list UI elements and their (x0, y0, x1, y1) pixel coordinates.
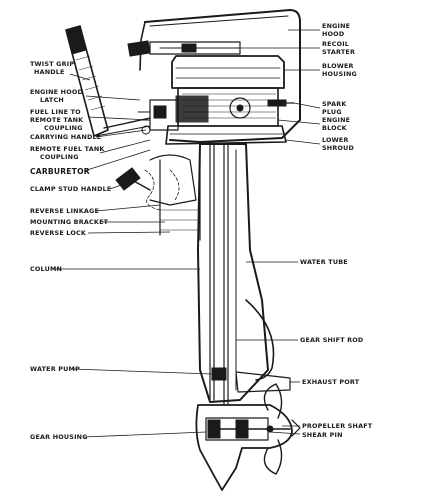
clamp-stud-handle (115, 167, 151, 191)
label-remote-fuel-tank-1: REMOTE FUEL TANK (30, 145, 105, 153)
label-engine-hood-1: ENGINE (322, 22, 350, 30)
label-shear-pin: SHEAR PIN (302, 431, 343, 439)
label-spark-plug-2: PLUG (322, 108, 342, 116)
label-twist-grip-1: TWIST GRIP (30, 60, 74, 68)
label-gear-housing: GEAR HOUSING (30, 433, 88, 441)
label-column: COLUMN (30, 265, 62, 273)
label-water-tube: WATER TUBE (300, 258, 348, 266)
label-reverse-lock: REVERSE LOCK (30, 229, 87, 237)
label-mounting-bracket: MOUNTING BRACKET (30, 218, 109, 226)
label-recoil-starter-1: RECOIL (322, 40, 349, 48)
mounting-bracket (144, 154, 201, 241)
blower-housing (171, 55, 285, 89)
label-exhaust-port: EXHAUST PORT (302, 378, 360, 386)
gear-housing (195, 404, 293, 491)
column (197, 143, 269, 406)
engine-block (175, 87, 295, 127)
label-fuel-line-1: FUEL LINE TO (30, 108, 81, 116)
leader-lines (54, 29, 321, 438)
label-blower-housing-1: BLOWER (322, 62, 354, 70)
label-engine-block-2: BLOCK (322, 124, 348, 132)
label-engine-hood-latch-2: LATCH (40, 96, 64, 104)
recoil-starter (127, 40, 241, 57)
labels-left: TWIST GRIP HANDLE ENGINE HOOD LATCH FUEL… (30, 60, 111, 441)
label-blower-housing-2: HOUSING (322, 70, 357, 78)
label-carrying-handle: CARRYING HANDLE (30, 133, 101, 141)
label-carburetor: CARBURETOR (30, 167, 90, 176)
label-gear-shift-rod: GEAR SHIFT ROD (300, 336, 363, 344)
label-water-pump: WATER PUMP (30, 365, 80, 373)
engine-hood (139, 9, 301, 143)
label-lower-shroud-1: LOWER (322, 136, 349, 144)
label-engine-hood-2: HOOD (322, 30, 344, 38)
label-fuel-line-3: COUPLING (44, 124, 83, 132)
label-remote-fuel-tank-2: COUPLING (40, 153, 79, 161)
water-pump (211, 367, 227, 381)
label-engine-hood-latch-1: ENGINE HOOD (30, 88, 83, 96)
label-engine-block-1: ENGINE (322, 116, 350, 124)
label-spark-plug-1: SPARK (322, 100, 347, 108)
exhaust-housing (235, 299, 291, 393)
labels-right: ENGINE HOOD RECOIL STARTER BLOWER HOUSIN… (300, 22, 373, 439)
lower-shroud (165, 125, 287, 145)
label-reverse-linkage: REVERSE LINKAGE (30, 207, 99, 215)
twist-grip-tiller (65, 25, 151, 137)
carburetor-assembly (137, 99, 179, 135)
label-twist-grip-2: HANDLE (34, 68, 65, 76)
label-recoil-starter-2: STARTER (322, 48, 355, 56)
label-fuel-line-2: REMOTE TANK (30, 116, 84, 124)
label-lower-shroud-2: SHROUD (322, 144, 354, 152)
label-propeller-shaft: PROPELLER SHAFT (302, 422, 373, 430)
label-clamp-stud-handle: CLAMP STUD HANDLE (30, 185, 111, 193)
